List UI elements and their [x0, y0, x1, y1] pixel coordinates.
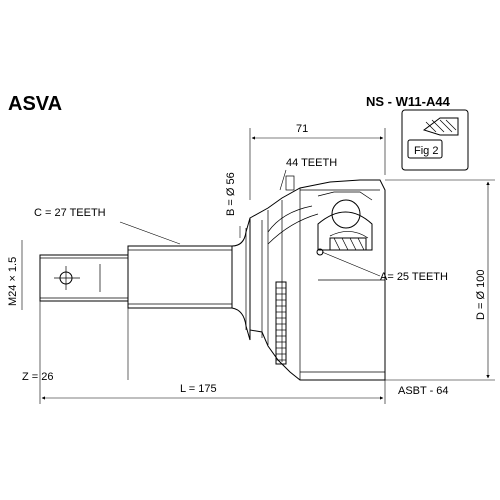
reference-code: ASBT - 64 — [398, 385, 449, 397]
thread-label: M24 × 1.5 — [7, 257, 19, 306]
inner-teeth-leader — [321, 251, 381, 277]
flange-neck — [231, 217, 251, 341]
part-number: NS - W11-A44 — [366, 94, 451, 109]
brand-logo-text: ASVA — [8, 93, 62, 115]
outer-teeth-label: 44 TEETH — [286, 157, 337, 169]
fig-2-box: Fig 2 — [401, 109, 469, 171]
outer-diameter-label: D = Ø 100 — [475, 270, 487, 320]
abs-ring — [275, 281, 287, 365]
length-71-label: 71 — [296, 123, 308, 135]
outer-bell-housing — [249, 175, 386, 381]
inner-race-cage — [316, 191, 373, 256]
bottom-dimensions — [39, 301, 386, 404]
shaft-teeth-label: C = 27 TEETH — [34, 207, 106, 219]
shaft-teeth-leader — [119, 221, 181, 245]
outer-teeth-leader — [279, 169, 287, 191]
flange-diameter-label: B = Ø 56 — [225, 172, 237, 216]
inner-teeth-label: A= 25 TEETH — [380, 271, 448, 283]
outer-diameter-dimension — [385, 179, 495, 381]
z-value-label: Z = 26 — [22, 371, 54, 383]
length-71-dimension: 71 — [249, 123, 386, 200]
splined-shaft — [127, 245, 233, 309]
total-length-label: L = 175 — [180, 383, 217, 395]
threaded-stub — [39, 254, 129, 302]
fig-label: Fig 2 — [414, 145, 438, 157]
